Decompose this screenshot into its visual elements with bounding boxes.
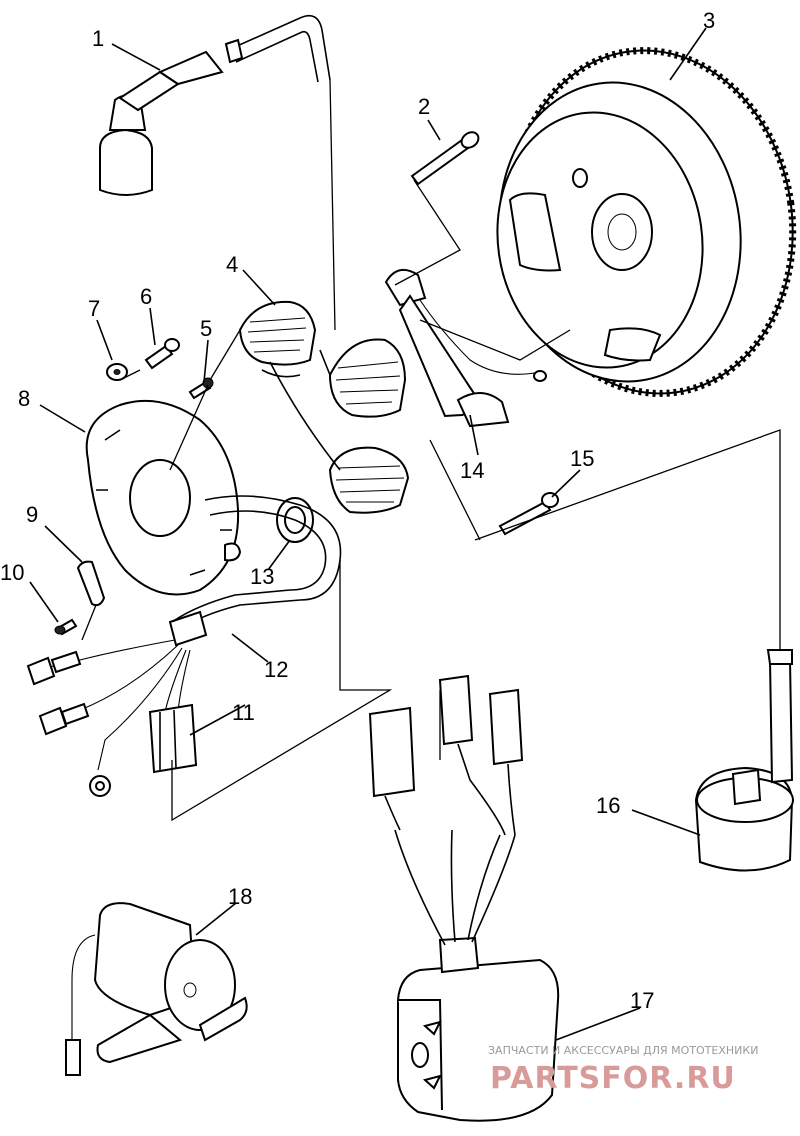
part-16-ignition-coil [694, 649, 794, 872]
label-11: 11 [232, 700, 255, 725]
watermark-brand: PARTSFOR.RU [490, 1061, 736, 1096]
watermark: ЗАПЧАСТИ И АКСЕССУАРЫ ДЛЯ МОТОТЕХНИКИ PA… [488, 1044, 758, 1096]
label-5: 5 [200, 316, 212, 341]
label-18: 18 [228, 884, 252, 909]
callout-labels: 1 2 3 4 5 6 7 8 9 10 11 12 13 14 15 16 1… [0, 8, 715, 1013]
part-2-bolt [410, 131, 480, 186]
label-1: 1 [92, 26, 104, 51]
part-4-stator [238, 300, 410, 514]
part-10-screw [54, 618, 78, 636]
watermark-tagline: ЗАПЧАСТИ И АКСЕССУАРЫ ДЛЯ МОТОТЕХНИКИ [488, 1044, 758, 1057]
part-7-washer [106, 363, 128, 381]
assembly-lines [81, 79, 781, 822]
label-12: 12 [264, 657, 288, 682]
label-17: 17 [630, 988, 654, 1013]
label-13: 13 [250, 564, 274, 589]
label-10: 10 [0, 560, 24, 585]
label-4: 4 [226, 252, 238, 277]
part-12-wire-harness [26, 495, 342, 797]
label-3: 3 [703, 8, 715, 33]
label-7: 7 [88, 296, 100, 321]
label-9: 9 [26, 502, 38, 527]
label-15: 15 [570, 446, 594, 471]
part-9-clamp [76, 560, 106, 607]
part-3-flywheel [496, 47, 797, 397]
label-16: 16 [596, 793, 620, 818]
part-17-cdi-unit [368, 674, 560, 1122]
leader-lines [29, 27, 707, 1041]
label-6: 6 [140, 284, 152, 309]
label-2: 2 [418, 94, 430, 119]
part-1-spark-plug-cap [99, 14, 331, 196]
part-11-connector [148, 703, 198, 774]
label-8: 8 [18, 386, 30, 411]
part-5-screw [188, 377, 214, 400]
part-18-starter-solenoid [65, 902, 248, 1076]
label-14: 14 [460, 458, 484, 483]
part-8-stator-plate [85, 399, 242, 596]
part-6-screw [144, 338, 180, 370]
